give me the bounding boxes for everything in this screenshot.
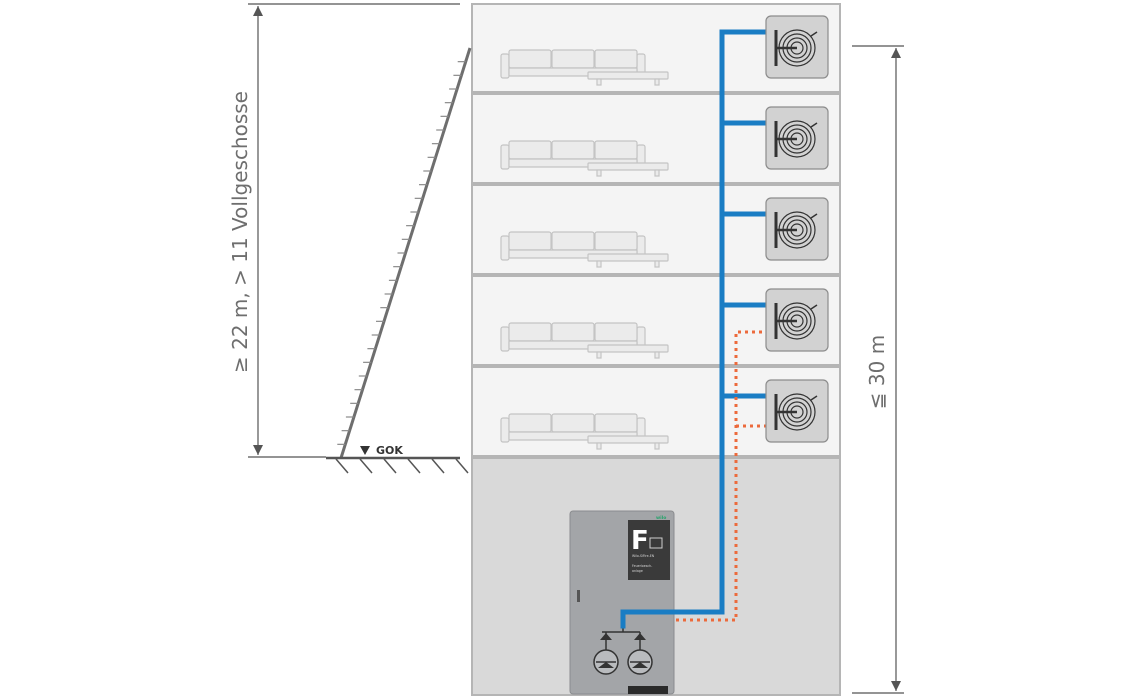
sofa-icon xyxy=(500,140,669,177)
cabinet-line2: Feuerloesch- xyxy=(632,564,652,568)
hatch-mark xyxy=(335,458,349,474)
pump-icon xyxy=(627,632,653,675)
cabinet-line1: Wilo-SiFire-EN xyxy=(632,554,655,558)
right-height-label: ≦ 30 m xyxy=(865,335,889,409)
turntable-ladder xyxy=(337,47,472,459)
wet-riser-pipe xyxy=(620,29,775,629)
cabinet-base xyxy=(628,686,668,694)
hatch-mark xyxy=(359,458,373,474)
pumps xyxy=(593,612,653,675)
hose-reel-icon xyxy=(765,106,829,170)
pump-icon xyxy=(593,631,640,675)
hose-reel-icon xyxy=(765,197,829,261)
left-height-dimension: ≥ 22 m, > 11 Vollgeschosse xyxy=(228,3,460,458)
fire-pump-cabinet: F Wilo-SiFire-EN Feuerloesch- anlage wil… xyxy=(569,510,675,695)
cabinet-display-icon xyxy=(649,537,663,549)
cabinet-letter: F xyxy=(631,526,649,556)
hose-reels xyxy=(765,15,829,443)
sofa-icon xyxy=(500,322,669,359)
dry-riser-pipe xyxy=(676,330,766,622)
cabinet-brand: wilo xyxy=(656,515,666,521)
ground-level: GOK xyxy=(326,444,469,474)
floor-slabs xyxy=(472,91,840,459)
hose-reel-icon xyxy=(765,15,829,79)
triangle-down-icon xyxy=(360,446,370,455)
hose-reel-icon xyxy=(765,288,829,352)
ground-hatching xyxy=(335,458,469,474)
cabinet-handle xyxy=(577,590,580,602)
hatch-mark xyxy=(431,458,445,474)
sofas xyxy=(500,49,669,450)
hatch-mark xyxy=(455,458,469,474)
right-height-dimension: ≦ 30 m xyxy=(852,45,904,694)
left-height-label: ≥ 22 m, > 11 Vollgeschosse xyxy=(228,91,252,373)
ground-level-label: GOK xyxy=(376,444,403,457)
hatch-mark xyxy=(407,458,421,474)
hose-reel-icon xyxy=(765,379,829,443)
sofa-icon xyxy=(500,231,669,268)
sofa-icon xyxy=(500,49,669,86)
hatch-mark xyxy=(383,458,397,474)
cabinet-line3: anlage xyxy=(632,569,643,573)
sofa-icon xyxy=(500,413,669,450)
